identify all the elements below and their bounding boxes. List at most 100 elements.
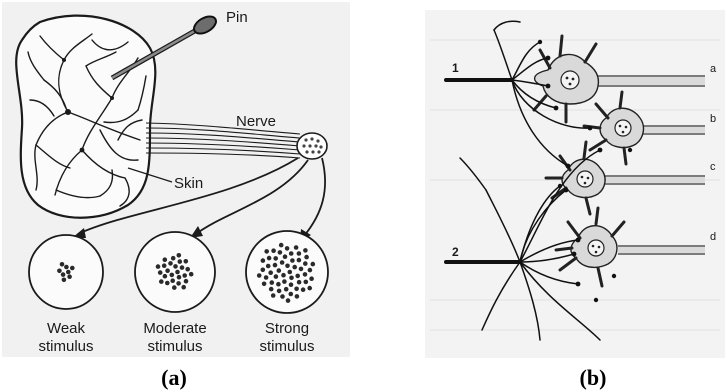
- active-fiber-dot: [264, 249, 269, 254]
- active-fiber-dot: [177, 253, 182, 258]
- active-fiber-dot: [262, 282, 267, 287]
- active-fiber-dot: [280, 294, 285, 299]
- active-fiber-dot: [295, 274, 300, 279]
- active-fiber-dot: [286, 298, 291, 303]
- active-fiber-dot: [274, 274, 279, 279]
- active-fiber-dot: [304, 280, 309, 285]
- active-fiber-dot: [271, 248, 276, 253]
- active-fiber-dot: [303, 248, 308, 253]
- active-fiber-dot: [279, 243, 284, 248]
- active-fiber-dot: [285, 264, 290, 269]
- active-fiber-dot: [277, 268, 282, 273]
- strong-label-line2: stimulus: [259, 338, 314, 355]
- active-fiber-dot: [264, 275, 269, 280]
- weak-label-line2: stimulus: [38, 338, 93, 355]
- active-fiber-dot: [276, 282, 281, 287]
- active-fiber-dot: [289, 282, 294, 287]
- active-fiber-dot: [261, 258, 266, 263]
- weak-stimulus-circle: [29, 235, 103, 309]
- active-fiber-dot: [269, 287, 274, 292]
- active-fiber-dot: [266, 264, 271, 269]
- active-fiber-dot: [163, 257, 168, 262]
- active-fiber-dot: [156, 264, 161, 269]
- active-fiber-dot: [303, 261, 308, 266]
- active-fiber-dot: [189, 272, 194, 277]
- active-fiber-dot: [294, 287, 299, 292]
- active-fiber-dot: [184, 279, 189, 284]
- active-fiber-dot: [303, 272, 308, 277]
- active-fiber-dot: [304, 255, 309, 260]
- active-fiber-dot: [173, 264, 178, 269]
- active-fiber-dot: [309, 276, 314, 281]
- active-fiber-dot: [177, 275, 182, 280]
- active-fiber-dot: [62, 278, 67, 283]
- panel-a-caption: (a): [161, 365, 187, 390]
- active-fiber-dot: [70, 266, 75, 271]
- input-2-label: 2: [452, 245, 459, 259]
- active-fiber-dot: [170, 278, 175, 283]
- active-fiber-dot: [270, 280, 275, 285]
- panel-a: Pin Nerve Skin: [2, 2, 350, 390]
- active-fiber-dot: [182, 273, 187, 278]
- moderate-stimulus-circle: [135, 232, 215, 312]
- active-fiber-dot: [165, 281, 170, 286]
- active-fiber-dot: [299, 267, 304, 272]
- input-1-label: 1: [452, 61, 459, 75]
- active-fiber-dot: [284, 287, 289, 292]
- neuron-d-label: d: [710, 231, 716, 243]
- active-fiber-dot: [273, 263, 278, 268]
- skin-label: Skin: [174, 175, 203, 192]
- active-fiber-dot: [172, 285, 177, 290]
- active-fiber-dot: [60, 262, 65, 267]
- active-fiber-dot: [261, 268, 266, 273]
- active-fiber-dot: [283, 254, 288, 259]
- panel-b: 1 2 a b c d (b): [425, 10, 725, 390]
- active-fiber-dot: [175, 270, 180, 275]
- active-fiber-dot: [257, 273, 262, 278]
- active-fiber-dot: [267, 256, 272, 261]
- active-fiber-dot: [282, 279, 287, 284]
- active-fiber-dot: [268, 270, 273, 275]
- active-fiber-dot: [280, 260, 285, 265]
- active-fiber-dot: [171, 256, 176, 261]
- active-fiber-dot: [295, 294, 300, 299]
- active-fiber-dot: [64, 265, 69, 270]
- active-fiber-dot: [289, 292, 294, 297]
- active-fiber-dot: [162, 263, 167, 268]
- active-fiber-dot: [61, 272, 66, 277]
- moderate-label-line2: stimulus: [147, 338, 202, 355]
- active-fiber-dot: [308, 268, 313, 273]
- active-fiber-dot: [301, 287, 306, 292]
- active-fiber-dot: [176, 281, 181, 286]
- active-fiber-dot: [297, 258, 302, 263]
- active-fiber-dot: [311, 262, 316, 267]
- neuron-a-label: a: [710, 63, 717, 75]
- active-fiber-dot: [184, 259, 189, 264]
- active-fiber-dot: [297, 280, 302, 285]
- active-fiber-dot: [158, 270, 163, 275]
- active-fiber-dot: [170, 273, 175, 278]
- active-fiber-dot: [292, 265, 297, 270]
- active-fiber-dot: [178, 259, 183, 264]
- active-fiber-dot: [277, 289, 282, 294]
- active-fiber-dot: [185, 267, 190, 272]
- nerve-cross-section: [297, 133, 327, 159]
- active-fiber-dot: [163, 274, 168, 279]
- active-fiber-dot: [289, 276, 294, 281]
- active-fiber-dot: [67, 274, 72, 279]
- stimulus-circles: [29, 231, 328, 313]
- active-fiber-dot: [285, 246, 290, 251]
- active-fiber-dot: [181, 285, 186, 290]
- active-fiber-dot: [278, 250, 283, 255]
- active-fiber-dot: [281, 273, 286, 278]
- moderate-label-line1: Moderate: [143, 320, 206, 337]
- active-fiber-dot: [66, 270, 71, 275]
- pin-label: Pin: [226, 9, 248, 26]
- active-fiber-dot: [290, 258, 295, 263]
- active-fiber-dot: [180, 265, 185, 270]
- neuron-c-label: c: [710, 161, 716, 173]
- active-fiber-dot: [271, 293, 276, 298]
- active-fiber-dot: [307, 286, 312, 291]
- active-fiber-dot: [159, 279, 164, 284]
